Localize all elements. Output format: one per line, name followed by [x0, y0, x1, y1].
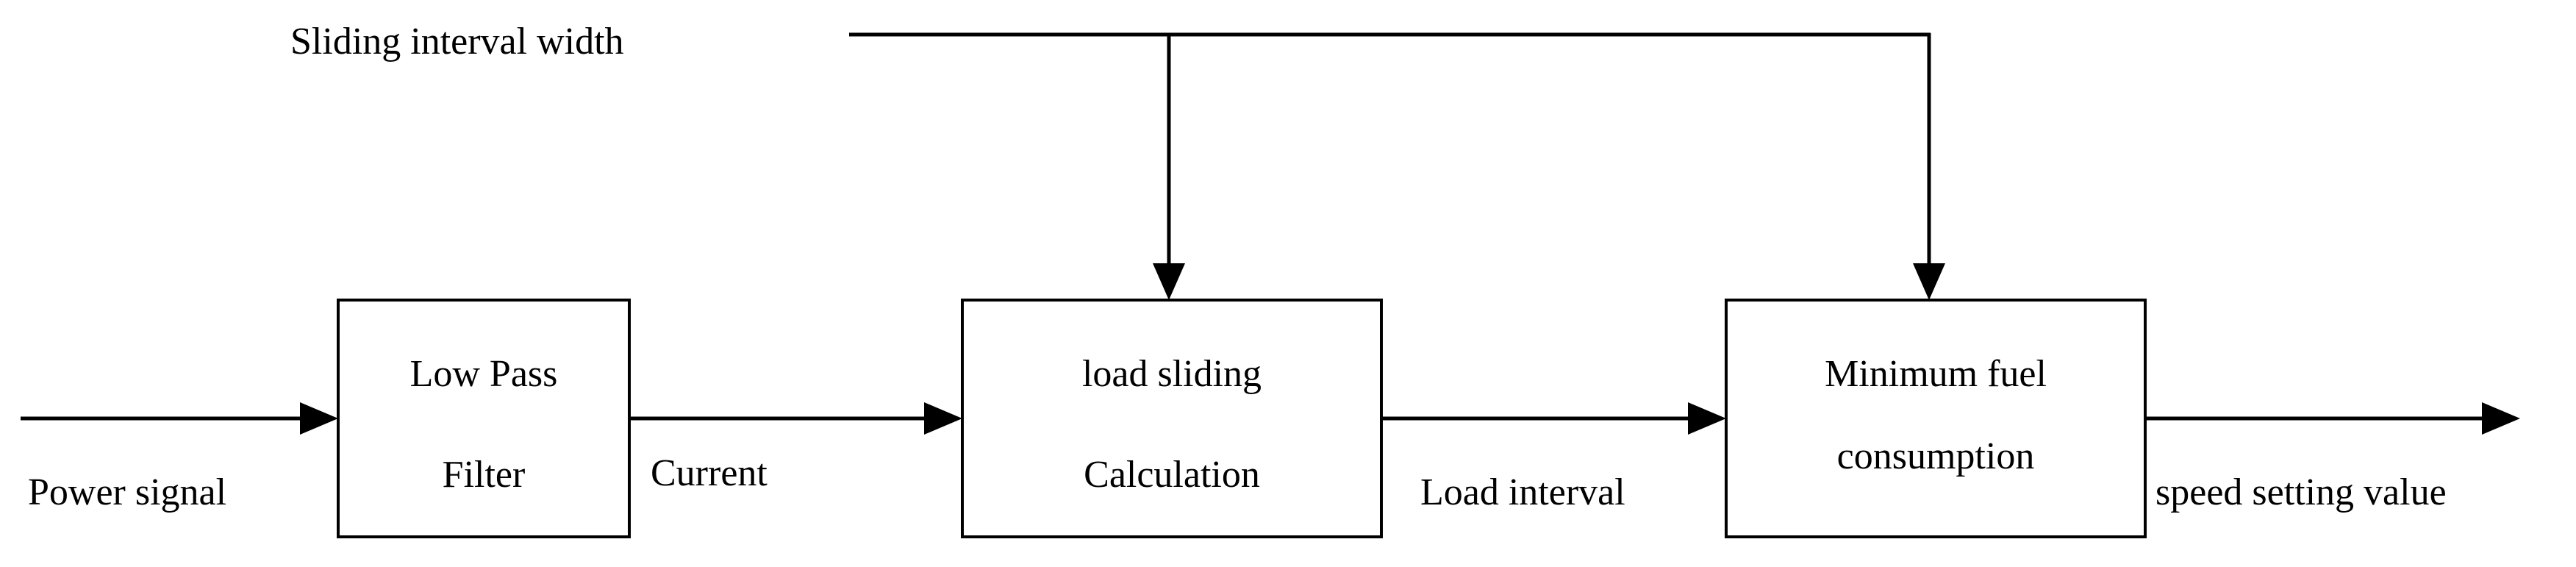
output-arrow	[2145, 402, 2520, 435]
low-pass-filter-label-line1: Low Pass	[410, 353, 558, 395]
load-sliding-calculation-box	[961, 299, 1383, 538]
speed-setting-value-label: speed setting value	[2155, 471, 2447, 513]
load-interval-arrow	[1381, 402, 1726, 435]
minimum-fuel-consumption-block: Minimum fuel consumption	[1725, 299, 2147, 538]
sliding-width-to-minimum-fuel-arrow	[1913, 33, 1945, 300]
current-arrow	[629, 402, 962, 435]
low-pass-filter-label-line2: Filter	[443, 454, 526, 496]
low-pass-filter-block: Low Pass Filter	[337, 299, 631, 538]
minimum-fuel-consumption-label-line2: consumption	[1837, 435, 2035, 477]
load-sliding-calculation-label-line1: load sliding	[1082, 353, 1262, 395]
input-arrow	[21, 402, 338, 435]
current-label: Current	[651, 452, 768, 494]
power-signal-label: Power signal	[28, 471, 226, 513]
sliding-interval-width-label: Sliding interval width	[290, 21, 624, 63]
sliding-width-to-load-sliding-arrow	[1153, 33, 1185, 300]
minimum-fuel-consumption-label-line1: Minimum fuel	[1825, 353, 2047, 395]
load-interval-label: Load interval	[1420, 471, 1625, 513]
low-pass-filter-box	[337, 299, 631, 538]
load-sliding-calculation-label-line2: Calculation	[1084, 454, 1260, 496]
minimum-fuel-consumption-box	[1725, 299, 2147, 538]
load-sliding-calculation-block: load sliding Calculation	[961, 299, 1383, 538]
